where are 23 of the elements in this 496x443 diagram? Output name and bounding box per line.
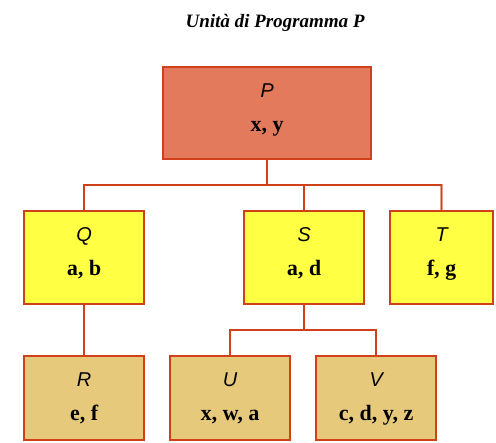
module-box: [169, 355, 291, 441]
title: Unità di Programma P: [184, 10, 366, 34]
variable-list: a, d: [286, 254, 322, 282]
connector-line: [83, 305, 85, 355]
module-name: Q: [76, 223, 92, 248]
module-name: V: [369, 368, 383, 393]
module-box: [243, 210, 365, 305]
module-name: R: [76, 368, 92, 393]
variable-list: x, w, a: [200, 399, 260, 427]
module-box: [162, 66, 372, 160]
module-name: T: [435, 223, 448, 248]
module-box: [315, 355, 437, 441]
variable-list: c, d, y, z: [338, 399, 414, 427]
variable-list: e, f: [70, 399, 98, 427]
module-name: P: [260, 79, 274, 104]
variable-list: x, y: [250, 110, 284, 138]
module-name: S: [297, 223, 311, 248]
variable-list: f, g: [426, 254, 456, 282]
variable-list: a, b: [66, 254, 102, 282]
module-box: [23, 210, 145, 305]
module-box: [389, 210, 494, 305]
module-name: U: [222, 368, 238, 393]
module-box: [23, 355, 145, 441]
